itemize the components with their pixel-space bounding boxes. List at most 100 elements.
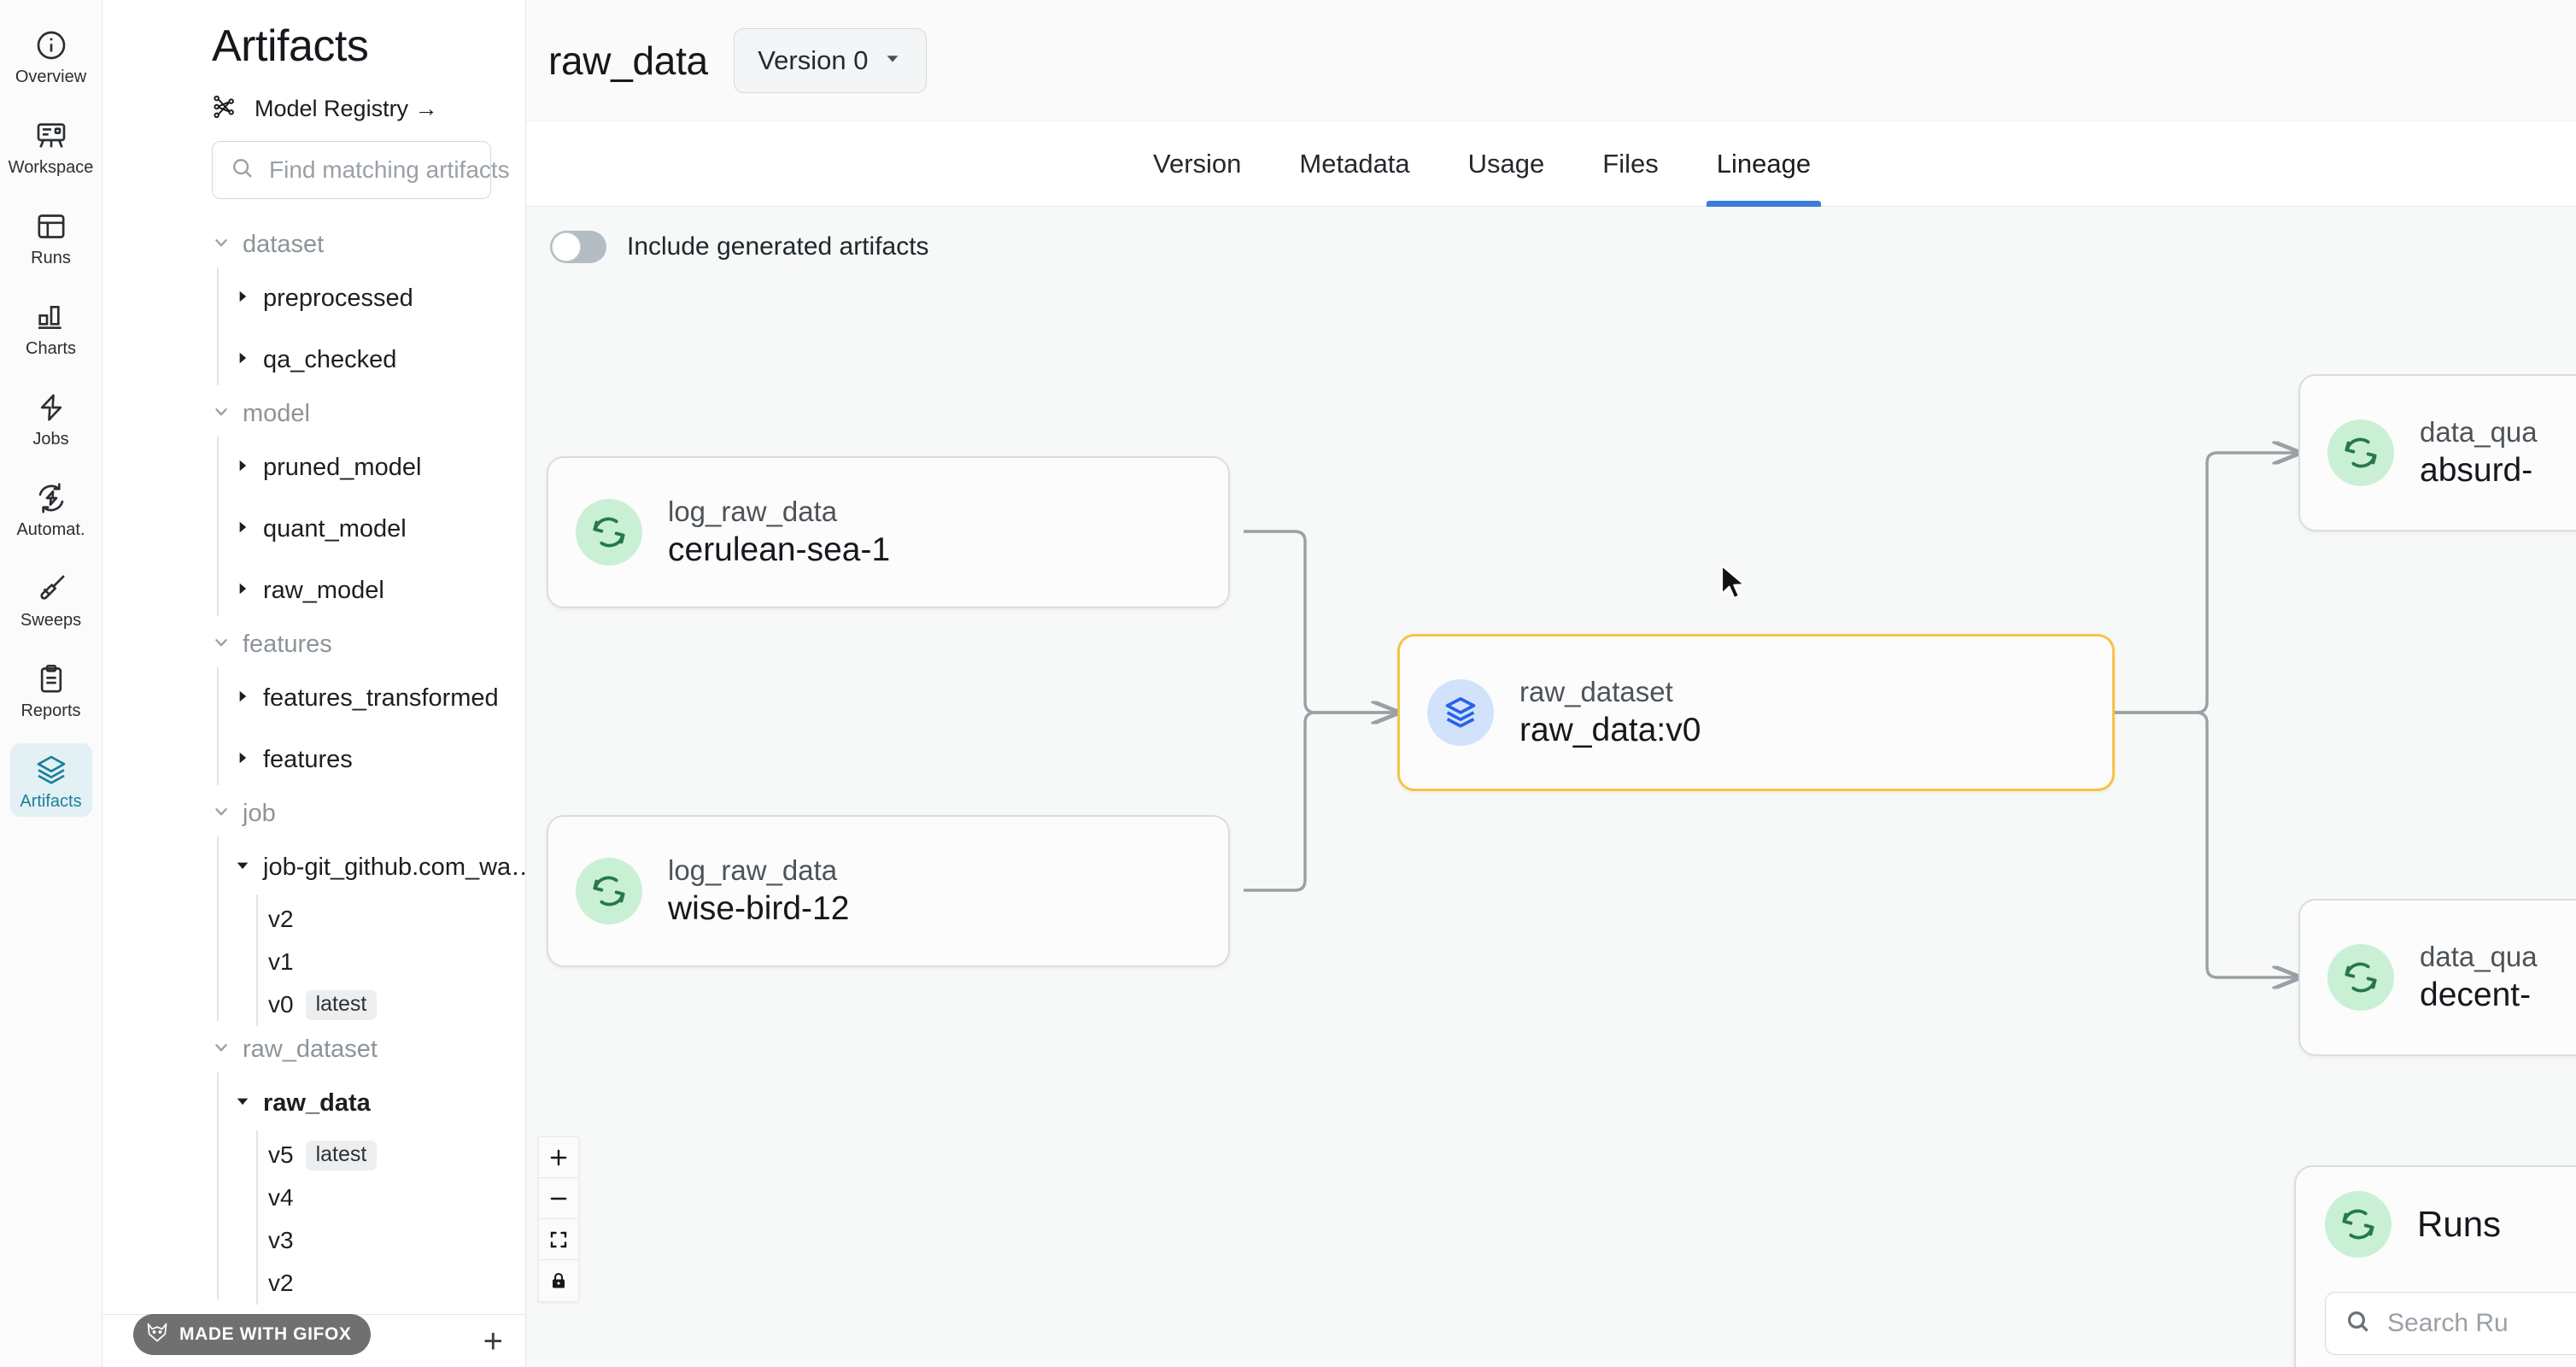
artifact-node-quant-model[interactable]: quant_model [231,498,518,560]
group-label: features [243,630,332,658]
group-toggle-job[interactable]: job [212,790,518,836]
artifact-tree: dataset preprocessed qa_checked [102,221,525,1367]
artifact-node-raw-model[interactable]: raw_model [231,560,518,621]
sidebar-item-sweeps[interactable]: Sweeps [10,562,92,636]
version-row[interactable]: v2 [268,898,518,941]
artifact-node-qa-checked[interactable]: qa_checked [231,329,518,390]
node-title: raw_data:v0 [1519,712,1701,748]
version-selector[interactable]: Version 0 [733,27,927,93]
rail-label: Overview [15,67,87,86]
artifact-node-features[interactable]: features [231,729,518,790]
tab-version[interactable]: Version [1153,148,1242,179]
version-label: v2 [268,1270,294,1296]
version-row[interactable]: v5 latest [268,1134,518,1176]
runs-search-box[interactable] [2325,1292,2576,1355]
model-registry-link[interactable]: Model Registry → [212,92,525,126]
sidebar-item-overview[interactable]: Overview [10,19,92,92]
sidebar-item-runs[interactable]: Runs [10,200,92,273]
node-subtitle: raw_dataset [1519,676,1673,707]
artifact-node-job-git[interactable]: job-git_github.com_wa… [231,836,525,898]
lineage-node-run-wise-bird[interactable]: log_raw_data wise-bird-12 [547,815,1230,967]
chevron-right-icon [234,519,251,540]
artifact-node-pruned-model[interactable]: pruned_model [231,437,518,498]
artifact-node-preprocessed[interactable]: preprocessed [231,267,518,329]
more-horizontal-icon[interactable]: more-horizontal-icon [2491,55,2542,67]
runs-search-input[interactable] [2387,1309,2576,1338]
table-icon [33,208,69,244]
node-title: wise-bird-12 [668,890,850,927]
lineage-node-run-absurd[interactable]: data_qua absurd- [2298,374,2576,531]
version-row[interactable]: v4 [268,1176,518,1219]
chevron-down-icon [212,402,231,425]
main-pane: raw_data Version 0 more-horizontal-icon … [526,0,2576,1367]
node-title: cerulean-sea-1 [668,531,891,568]
zoom-in-button[interactable] [539,1137,578,1178]
sidebar-item-charts[interactable]: Charts [10,290,92,364]
gifox-label: MADE WITH GIFOX [179,1324,352,1344]
tab-usage[interactable]: Usage [1467,148,1545,179]
version-label: v4 [268,1184,294,1211]
artifact-name: features [263,745,353,773]
node-subtitle: log_raw_data [668,854,838,886]
artifact-tabs: Version Metadata Usage Files Lineage [526,121,2576,207]
artifact-name: features_transformed [263,684,499,712]
group-label: model [243,399,310,427]
artifacts-sidebar: Artifacts Model Registry → [102,0,526,1367]
artifact-name: qa_checked [263,345,397,373]
version-row[interactable]: v2 [268,1262,518,1305]
artifact-name: quant_model [263,514,407,543]
sidebar-item-workspace[interactable]: Workspace [9,109,93,183]
model-registry-graph-icon [212,92,241,126]
version-label: v1 [268,948,294,975]
version-label: v2 [268,906,294,932]
group-label: job [243,799,276,827]
chevron-right-icon [234,580,251,601]
sidebar-item-reports[interactable]: Reports [10,653,92,726]
runs-panel-title: Runs [2417,1204,2502,1244]
artifact-search-box[interactable] [212,141,525,199]
search-input[interactable] [269,156,525,184]
include-generated-artifacts-toggle[interactable] [550,231,606,263]
group-toggle-features[interactable]: features [212,621,518,667]
version-row[interactable]: v3 [268,1219,518,1262]
sidebar-item-automations[interactable]: Automat. [10,472,92,545]
lineage-canvas[interactable]: Include generated artifacts [526,207,2576,1367]
artifact-node-features-transformed[interactable]: features_transformed [231,667,518,729]
tab-lineage[interactable]: Lineage [1688,121,1840,207]
artifact-name: raw_model [263,576,384,604]
lineage-node-run-cerulean[interactable]: log_raw_data cerulean-sea-1 [547,456,1230,608]
tab-files[interactable]: Files [1602,148,1659,179]
info-circle-icon [33,27,69,63]
tab-metadata[interactable]: Metadata [1299,148,1410,179]
fit-screen-icon[interactable] [539,1219,578,1260]
sidebar-item-artifacts[interactable]: Artifacts [9,743,92,817]
version-row[interactable]: v1 [268,941,518,983]
add-artifact-button[interactable]: + [483,1322,503,1360]
group-toggle-dataset[interactable]: dataset [212,221,518,267]
lineage-node-artifact-raw-data-v0[interactable]: raw_dataset raw_data:v0 [1397,634,2115,791]
chevron-down-icon [212,633,231,656]
runs-side-panel[interactable]: Runs [2294,1165,2576,1367]
version-list-job: v2 v1 v0 latest [231,895,518,1026]
node-text: data_qua decent- [2420,941,2538,1014]
artifact-node-raw-data[interactable]: raw_data [231,1072,518,1134]
workspace-panel-icon [33,118,69,154]
artifact-title: raw_data [548,38,708,83]
graph-zoom-controls [538,1136,579,1302]
zoom-out-button[interactable] [539,1178,578,1219]
node-subtitle: data_qua [2420,416,2538,448]
version-row[interactable]: v0 latest [268,983,518,1026]
left-nav-rail: Overview Workspace Runs [0,0,102,1367]
node-subtitle: log_raw_data [668,496,838,527]
chevron-down-icon [212,1038,231,1061]
group-toggle-model[interactable]: model [212,390,518,437]
lineage-node-run-decent[interactable]: data_qua decent- [2298,899,2576,1056]
rail-label: Jobs [32,430,69,449]
chevron-right-icon [234,688,251,709]
layers-icon [1427,679,1494,746]
lock-icon[interactable] [539,1260,578,1301]
group-toggle-raw-dataset[interactable]: raw_dataset [212,1026,518,1072]
rail-label: Reports [20,701,81,720]
version-label: v3 [268,1227,294,1253]
sidebar-item-jobs[interactable]: Jobs [10,381,92,455]
